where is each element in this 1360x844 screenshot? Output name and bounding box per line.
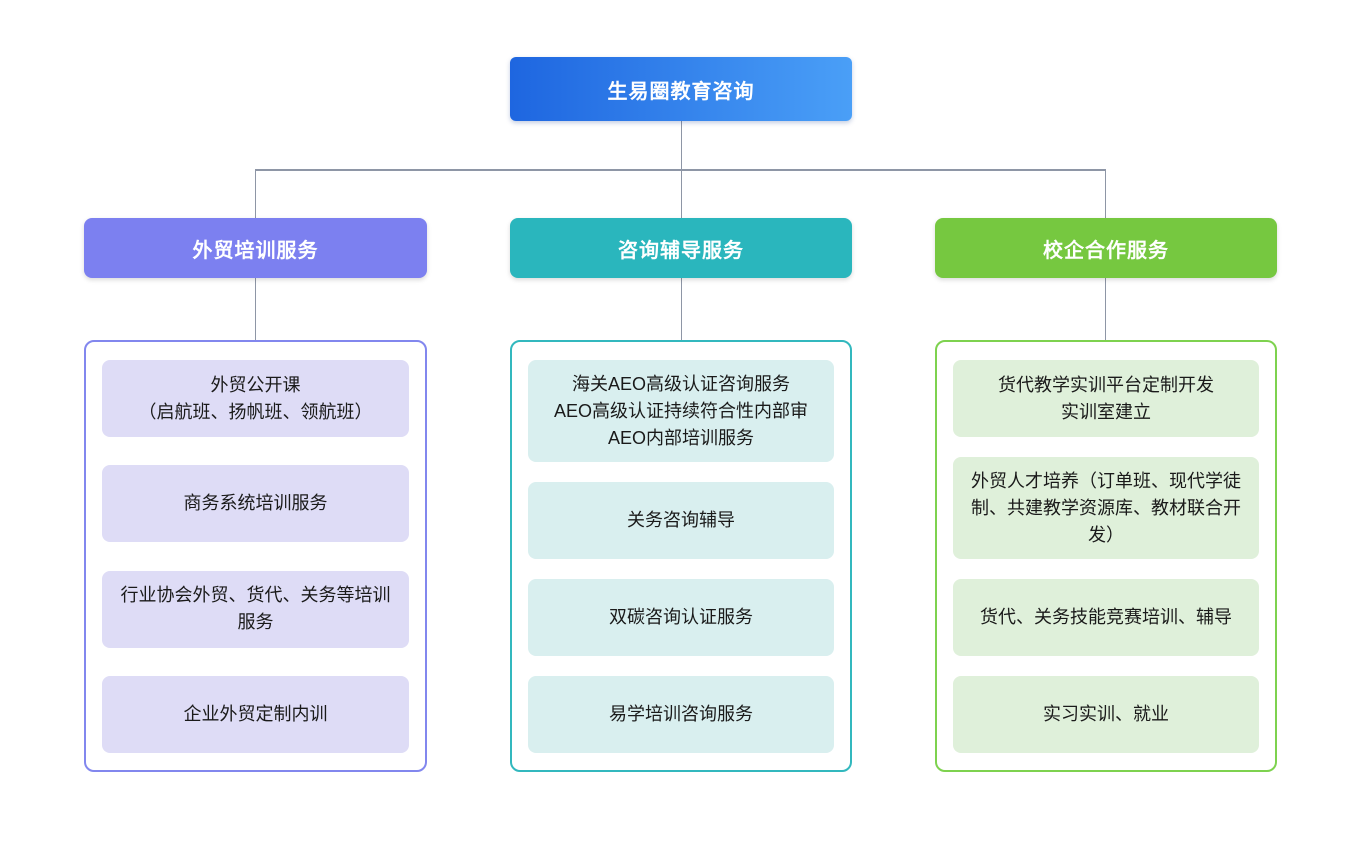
service-item: 易学培训咨询服务 xyxy=(528,676,834,753)
service-item: 海关AEO高级认证咨询服务 AEO高级认证持续符合性内部审 AEO内部培训服务 xyxy=(528,360,834,462)
service-item-line: 行业协会外贸、货代、关务等培训服务 xyxy=(120,585,391,633)
service-item-line: 双碳咨询认证服务 xyxy=(609,607,753,627)
branch-container-foreign-trade-training: 外贸公开课 （启航班、扬帆班、领航班） 商务系统培训服务 行业协会外贸、货代、关… xyxy=(84,340,427,772)
connector-header-container-3 xyxy=(1104,278,1106,340)
service-item-line: （启航班、扬帆班、领航班） xyxy=(138,401,373,422)
service-item: 外贸人才培养（订单班、现代学徒制、共建教学资源库、教材联合开发） xyxy=(953,457,1259,559)
service-item: 商务系统培训服务 xyxy=(102,465,409,543)
connector-root-down xyxy=(680,121,682,169)
service-item-line: 企业外贸定制内训 xyxy=(183,703,328,724)
service-item-line: 实训室建立 xyxy=(1061,401,1151,422)
service-item-line: 海关AEO高级认证咨询服务 xyxy=(571,373,790,394)
service-item-line: 外贸人才培养（订单班、现代学徒制、共建教学资源库、教材联合开发） xyxy=(971,470,1241,545)
service-item: 货代、关务技能竞赛培训、辅导 xyxy=(953,579,1259,656)
service-item: 企业外贸定制内训 xyxy=(102,675,409,753)
service-item: 外贸公开课 （启航班、扬帆班、领航班） xyxy=(102,360,409,437)
service-item-line: AEO内部培训服务 xyxy=(607,427,754,448)
service-item-line: 外贸公开课 xyxy=(210,374,301,395)
branch-container-consulting-coaching: 海关AEO高级认证咨询服务 AEO高级认证持续符合性内部审 AEO内部培训服务 … xyxy=(510,340,852,772)
branch-container-school-enterprise: 货代教学实训平台定制开发 实训室建立 外贸人才培养（订单班、现代学徒制、共建教学… xyxy=(935,340,1277,772)
service-item-line: 货代、关务技能竞赛培训、辅导 xyxy=(980,607,1232,627)
service-item: 货代教学实训平台定制开发 实训室建立 xyxy=(953,360,1259,437)
connector-horizontal xyxy=(254,169,1106,171)
connector-drop-branch-3 xyxy=(1104,169,1106,218)
connector-header-container-1 xyxy=(254,278,256,340)
service-item: 关务咨询辅导 xyxy=(528,482,834,559)
branch-header-consulting-coaching: 咨询辅导服务 xyxy=(510,218,852,278)
service-item-line: 商务系统培训服务 xyxy=(183,493,328,514)
connector-drop-branch-1 xyxy=(254,169,256,218)
service-item-line: 实习实训、就业 xyxy=(1043,704,1169,724)
service-item-line: AEO高级认证持续符合性内部审 xyxy=(553,400,808,421)
service-item-line: 易学培训咨询服务 xyxy=(609,704,753,724)
service-item: 行业协会外贸、货代、关务等培训服务 xyxy=(102,570,409,648)
branch-header-foreign-trade-training: 外贸培训服务 xyxy=(84,218,427,278)
connector-header-container-2 xyxy=(680,278,682,340)
service-item-line: 货代教学实训平台定制开发 xyxy=(998,374,1214,395)
branch-header-school-enterprise: 校企合作服务 xyxy=(935,218,1277,278)
root-node: 生易圈教育咨询 xyxy=(510,57,852,121)
service-item: 双碳咨询认证服务 xyxy=(528,579,834,656)
connector-drop-branch-2 xyxy=(680,169,682,218)
service-item: 实习实训、就业 xyxy=(953,676,1259,753)
service-item-line: 关务咨询辅导 xyxy=(627,510,735,530)
